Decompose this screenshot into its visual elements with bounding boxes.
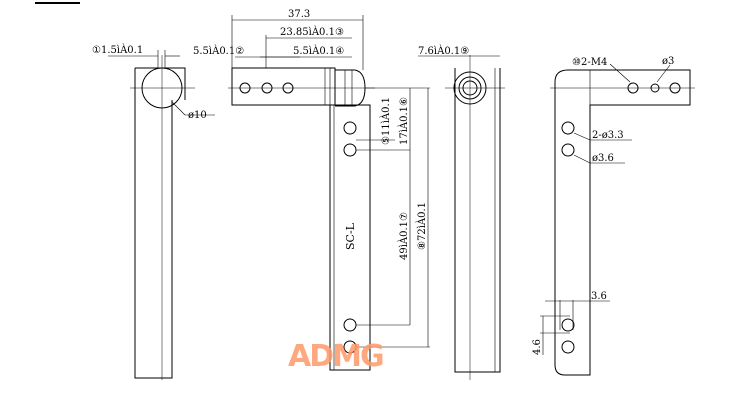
side-view: 37.3 23.85ìÀ0.1③ 5.5ìÀ0.1② 5.5ìÀ0.1④ ⑤11…: [193, 9, 430, 371]
dim-9-label: 7.6ìÀ0.1⑨: [418, 45, 469, 57]
dia3-label: ø3: [662, 56, 674, 67]
watermark-logo: ADMG: [288, 339, 383, 374]
dim-8-label: ⑧72ìÀ0.1: [416, 202, 428, 250]
dim-total-label: 37.3: [288, 9, 310, 20]
dia36-label: ø3.6: [592, 153, 614, 164]
dim-4-label: 5.5ìÀ0.1④: [293, 45, 344, 57]
dim-1-label: ①1.5ìÀ0.1: [92, 44, 143, 56]
dim-6-label: 17ìÀ0.1⑥: [398, 97, 410, 145]
dim-3-label: 23.85ìÀ0.1③: [280, 26, 344, 38]
dim-7-label: 49ìÀ0.1⑦: [398, 212, 410, 260]
thread-label: ⑩2-M4: [572, 57, 607, 68]
dim-46-label: 4.6: [532, 339, 543, 355]
part-label: SC-L: [344, 222, 357, 250]
holes-label: 2-ø3.3: [592, 130, 624, 141]
dim-38-label: 3.6: [591, 291, 607, 302]
diameter-label: ø10: [188, 110, 207, 121]
dim-5-label: ⑤11ìÀ0.1: [380, 97, 392, 145]
right-view: ⑩2-M4 ø3 2-ø3.3 ø3.6 3.6 4.6: [532, 56, 695, 376]
end-view: 7.6ìÀ0.1⑨: [418, 45, 505, 380]
front-view: ①1.5ìÀ0.1 ø10: [92, 44, 215, 380]
dim-2-label: 5.5ìÀ0.1②: [193, 45, 244, 57]
